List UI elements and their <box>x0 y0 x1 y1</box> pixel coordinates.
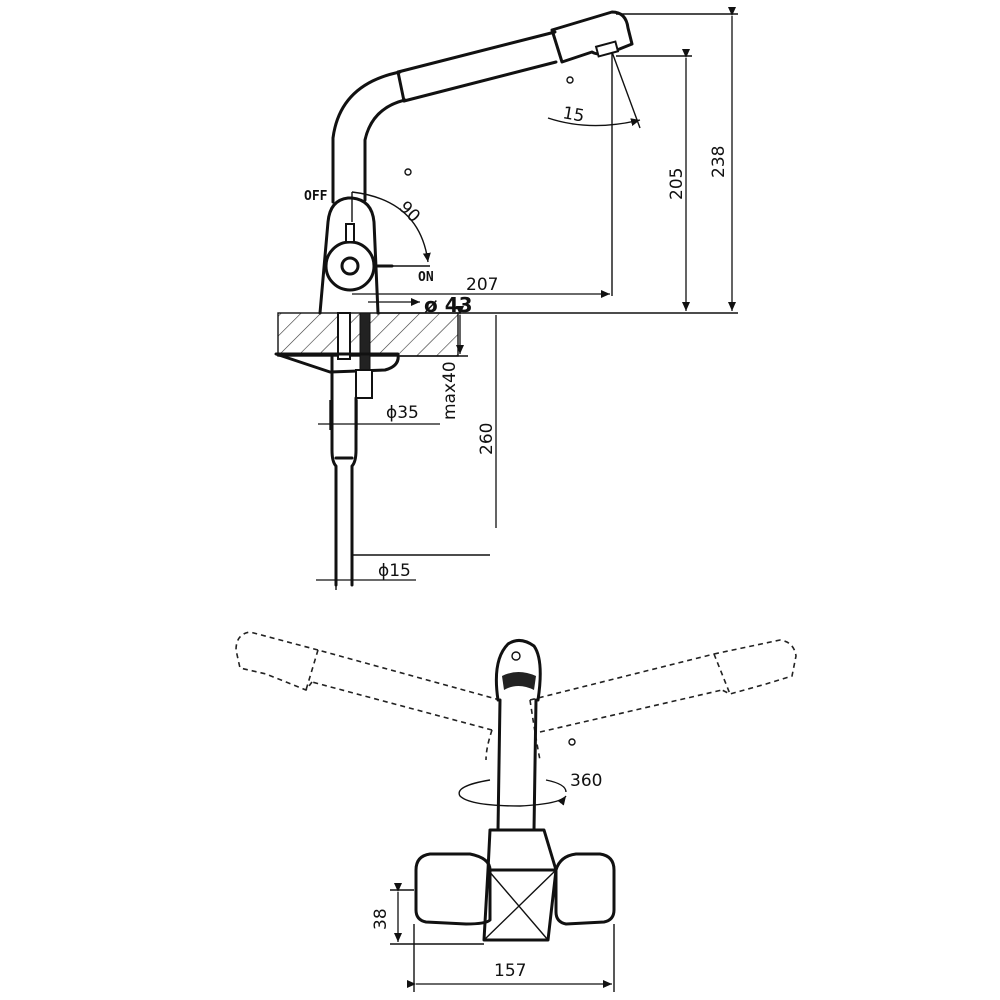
marker-dot <box>566 76 574 84</box>
center-spray-head <box>494 639 542 702</box>
lever-off <box>345 223 355 243</box>
spout-stem-right <box>363 98 407 202</box>
center-stem-left <box>496 698 502 832</box>
base-cross <box>483 869 557 941</box>
height-spout-label: 205 <box>667 168 687 200</box>
mounting-plate <box>274 352 400 374</box>
spray-face <box>502 672 536 690</box>
spray-head <box>550 10 634 64</box>
spout-top <box>396 30 557 74</box>
base-left-block <box>414 852 492 926</box>
on-label: ON <box>418 270 434 285</box>
right-spray-head <box>713 639 797 695</box>
right-spout-top <box>529 653 715 701</box>
front-view: 360 38 157 <box>235 631 797 992</box>
faucet-body <box>318 196 380 315</box>
marker-dot <box>568 738 576 746</box>
mounting-bolt <box>337 312 351 360</box>
hole-diameter-label: ϕ35 <box>386 403 419 423</box>
base-collar <box>486 828 558 872</box>
rotation-arrow <box>458 779 567 807</box>
threaded-rod <box>359 312 371 374</box>
left-spray-head <box>235 631 319 691</box>
hose-length-label: 260 <box>477 423 497 455</box>
center-stem-right <box>532 698 538 832</box>
left-curve <box>485 729 493 761</box>
rotation-label: 360 <box>570 771 602 791</box>
side-view: OFF ON 90 15 238 205 207 ø 43 max40 260 … <box>274 7 738 590</box>
left-spout-bottom <box>311 681 493 731</box>
hose-right <box>350 448 358 587</box>
max-thickness-label: max40 <box>440 361 460 420</box>
left-joint <box>305 649 319 691</box>
spout-angle-arc <box>547 117 641 127</box>
base-right-block <box>554 852 616 926</box>
spout-angle-label: 15 <box>561 103 586 126</box>
nut <box>355 369 373 399</box>
reach-label: 207 <box>466 275 498 295</box>
handle-center <box>340 256 360 276</box>
spout-stem-left <box>331 70 402 204</box>
right-curve <box>529 699 541 761</box>
spout-angle-line <box>611 51 641 129</box>
hose-left <box>330 448 338 587</box>
hose-diameter-label: ϕ15 <box>378 561 411 581</box>
marker-dot <box>404 168 412 176</box>
height-total-label: 238 <box>709 146 729 178</box>
left-spout-top <box>317 649 501 701</box>
rotation-arrow-top <box>545 779 567 793</box>
off-label: OFF <box>304 189 328 204</box>
spout-bottom <box>402 60 558 103</box>
right-joint <box>713 653 731 695</box>
spray-nozzle <box>594 40 620 58</box>
spout-joint <box>396 70 406 103</box>
base-width-label: 157 <box>494 961 526 981</box>
base-diameter-label: ø 43 <box>424 293 473 317</box>
spray-hole <box>511 651 521 661</box>
handle-knob <box>324 240 376 292</box>
base-height-label: 38 <box>371 908 391 930</box>
lever-rotation-arc <box>351 191 431 263</box>
lever-angle-label: 90 <box>394 197 423 226</box>
right-spout-bottom <box>539 689 723 733</box>
